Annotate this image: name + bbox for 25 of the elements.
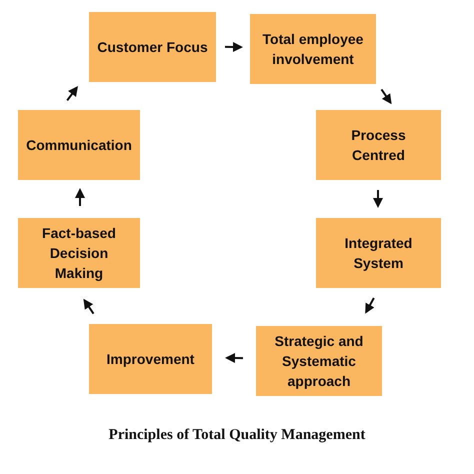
- principle-label: Total employee involvement: [262, 30, 364, 69]
- principle-box: [250, 14, 376, 84]
- arrow: [225, 353, 244, 363]
- arrow: [373, 190, 383, 208]
- principle-label: Integrated System: [344, 234, 414, 273]
- principle-box: [89, 324, 212, 394]
- principle-box: [18, 110, 140, 180]
- principle-box: [316, 218, 441, 288]
- arrow: [66, 86, 78, 101]
- arrow: [224, 42, 243, 52]
- principle-label: Communication: [26, 136, 132, 155]
- principle-box: [89, 12, 216, 82]
- principle-label: Fact-based Decision Making: [41, 224, 117, 284]
- principle-box: [256, 326, 382, 396]
- arrow: [380, 88, 392, 104]
- principle-label: Improvement: [106, 350, 194, 369]
- principle-label: Process Centred: [350, 126, 407, 165]
- principle-label: Strategic and Systematic approach: [274, 332, 364, 392]
- principle-box: [18, 218, 140, 288]
- principle-box: [316, 110, 441, 180]
- arrow: [75, 188, 85, 206]
- arrow: [83, 298, 94, 314]
- arrow: [365, 298, 375, 314]
- diagram-title: Principles of Total Quality Management: [108, 427, 366, 443]
- principle-label: Customer Focus: [97, 38, 208, 57]
